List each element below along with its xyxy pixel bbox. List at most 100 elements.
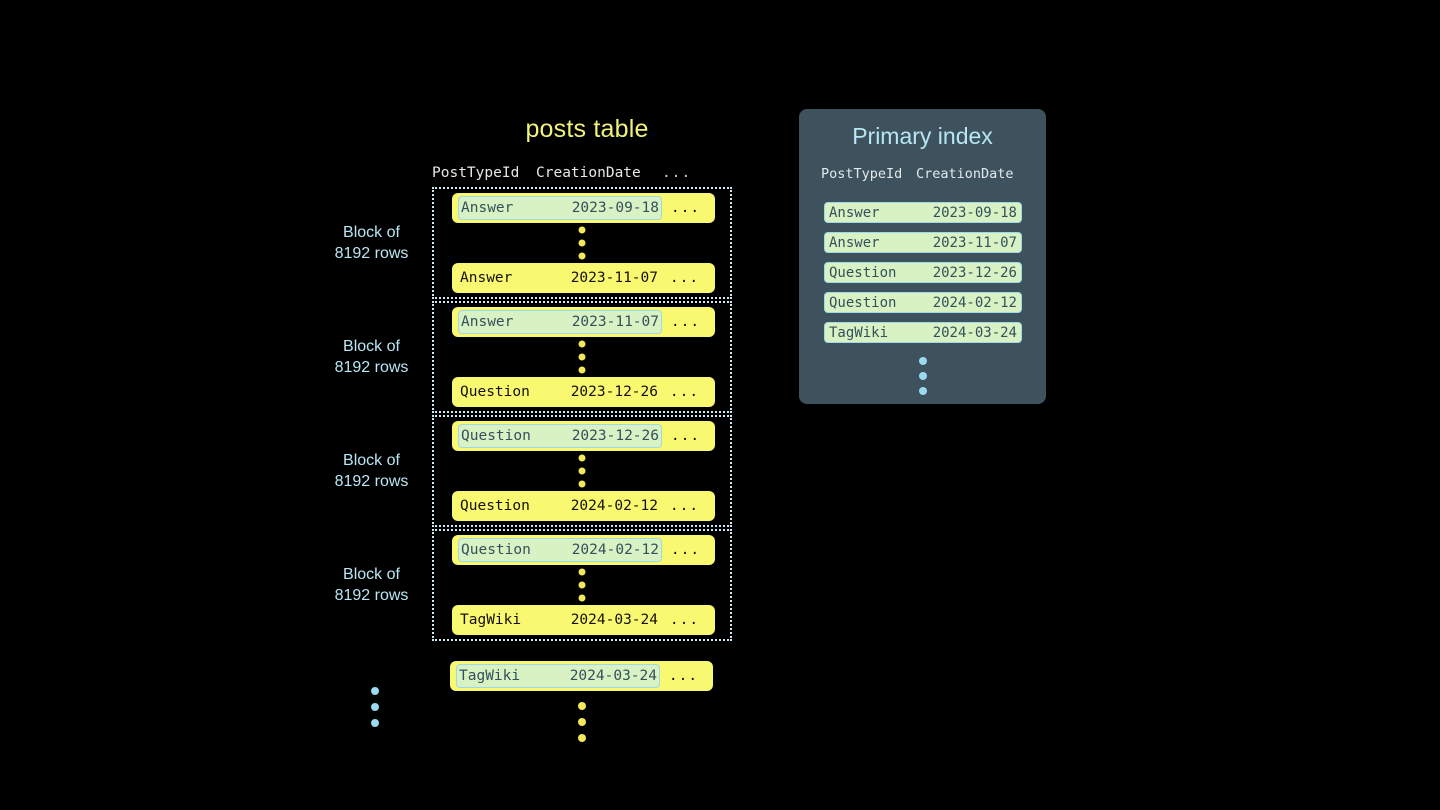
vertical-ellipsis-icon (578, 226, 586, 260)
blocks-continue-ellipsis-icon (371, 687, 379, 727)
row-more-ellipsis: ... (669, 498, 700, 514)
row-more-ellipsis: ... (668, 668, 699, 684)
dot (578, 734, 586, 742)
dot (578, 454, 586, 462)
table-row: Question 2023-12-26 ... (452, 421, 715, 451)
row-posttypeid: Question (460, 384, 530, 400)
index-creationdate: 2023-09-18 (932, 204, 1017, 221)
table-block: Block of 8192 rows Question 2024-02-12 .… (335, 529, 732, 641)
row-key-cell: Question 2023-12-26 (458, 424, 662, 448)
index-posttypeid: Question (829, 294, 897, 311)
dot (578, 252, 586, 260)
primary-index-title: Primary index (852, 123, 993, 149)
dot (578, 581, 586, 589)
dot (578, 568, 586, 576)
row-creationdate: 2023-11-07 (570, 270, 658, 286)
dot (578, 702, 586, 710)
row-posttypeid: Question (460, 498, 530, 514)
index-entry-row: Question 2024-02-12 (824, 292, 1022, 313)
row-more-ellipsis: ... (669, 384, 700, 400)
primary-index-continues-ellipsis-icon (799, 357, 1046, 395)
index-posttypeid: Answer (829, 234, 880, 251)
row-more-ellipsis: ... (669, 270, 700, 286)
row-key-cell: Answer 2023-09-18 (458, 196, 662, 220)
index-entry-row: Answer 2023-09-18 (824, 202, 1022, 223)
row-key-cell: Answer 2023-11-07 (458, 310, 662, 334)
table-row: TagWiki 2024-03-24 ... (452, 605, 715, 635)
dot (578, 353, 586, 361)
row-more-ellipsis: ... (670, 428, 701, 444)
row-creationdate: 2024-02-12 (571, 542, 659, 558)
row-key-cell: TagWiki 2024-03-24 (458, 608, 660, 632)
index-posttypeid: Question (829, 264, 897, 281)
row-posttypeid: Answer (461, 314, 514, 330)
row-more-ellipsis: ... (670, 200, 701, 216)
row-posttypeid: Question (461, 428, 531, 444)
row-posttypeid: Answer (460, 270, 513, 286)
primary-index-panel: Primary index PostTypeId CreationDate An… (799, 109, 1046, 404)
row-key-cell: Question 2024-02-12 (458, 494, 660, 518)
block-label: Block of 8192 rows (334, 452, 409, 490)
table-block: Block of 8192 rows Question 2023-12-26 .… (335, 415, 732, 527)
index-posttypeid: Answer (829, 204, 880, 221)
dot (578, 467, 586, 475)
column-header-creationdate: CreationDate (536, 165, 641, 181)
dot (578, 594, 586, 602)
index-creationdate: 2024-02-12 (932, 294, 1017, 311)
primary-index-column-headers: PostTypeId CreationDate (821, 166, 1026, 182)
row-creationdate: 2023-09-18 (571, 200, 659, 216)
row-creationdate: 2024-03-24 (570, 612, 658, 628)
posts-table-column-headers: PostTypeId CreationDate ... (432, 165, 722, 181)
row-more-ellipsis: ... (670, 314, 701, 330)
index-creationdate: 2024-03-24 (932, 324, 1017, 341)
column-header-posttypeid: PostTypeId (821, 166, 903, 182)
row-creationdate: 2023-12-26 (571, 428, 659, 444)
row-key-cell: Question 2023-12-26 (458, 380, 660, 404)
table-continues-ellipsis-icon (578, 702, 586, 742)
table-row: Answer 2023-09-18 ... (452, 193, 715, 223)
index-entry-row: Question 2023-12-26 (824, 262, 1022, 283)
block-label: Block of 8192 rows (334, 224, 409, 262)
dot (371, 687, 379, 695)
table-row: Answer 2023-11-07 ... (452, 263, 715, 293)
index-entry-row: TagWiki 2024-03-24 (824, 322, 1022, 343)
column-header-creationdate: CreationDate (916, 166, 1014, 182)
row-posttypeid: TagWiki (459, 668, 521, 684)
row-posttypeid: Question (461, 542, 531, 558)
posts-table-blocks: Block of 8192 rows Answer 2023-09-18 ...… (325, 187, 745, 643)
column-header-posttypeid: PostTypeId (432, 165, 520, 181)
index-creationdate: 2023-12-26 (932, 264, 1017, 281)
row-key-cell: TagWiki 2024-03-24 (456, 664, 660, 688)
row-creationdate: 2023-11-07 (571, 314, 659, 330)
dot (578, 226, 586, 234)
block-label: Block of 8192 rows (334, 566, 409, 604)
posts-table-title: posts table (525, 115, 649, 143)
dot (578, 340, 586, 348)
row-key-cell: Question 2024-02-12 (458, 538, 662, 562)
row-more-ellipsis: ... (669, 612, 700, 628)
table-block: Block of 8192 rows Answer 2023-11-07 ...… (335, 301, 732, 413)
dot (918, 357, 927, 365)
table-block: Block of 8192 rows Answer 2023-09-18 ...… (335, 187, 732, 299)
table-row: TagWiki 2024-03-24 ... (450, 661, 713, 691)
table-row: Answer 2023-11-07 ... (452, 307, 715, 337)
primary-index-rows: Answer 2023-09-18 Answer 2023-11-07 Ques… (824, 202, 1022, 352)
row-creationdate: 2024-03-24 (569, 668, 657, 684)
index-creationdate: 2023-11-07 (932, 234, 1017, 251)
row-creationdate: 2024-02-12 (570, 498, 658, 514)
table-row: Question 2024-02-12 ... (452, 491, 715, 521)
row-creationdate: 2023-12-26 (570, 384, 658, 400)
dot (578, 718, 586, 726)
block-label: Block of 8192 rows (334, 338, 409, 376)
dot (578, 480, 586, 488)
trailing-table-row-wrapper: TagWiki 2024-03-24 ... (432, 661, 732, 691)
table-row: Question 2023-12-26 ... (452, 377, 715, 407)
row-posttypeid: Answer (461, 200, 514, 216)
dot (578, 239, 586, 247)
dot (371, 703, 379, 711)
dot (578, 366, 586, 374)
row-posttypeid: TagWiki (460, 612, 522, 628)
dot (371, 719, 379, 727)
table-row: Question 2024-02-12 ... (452, 535, 715, 565)
vertical-ellipsis-icon (578, 568, 586, 602)
